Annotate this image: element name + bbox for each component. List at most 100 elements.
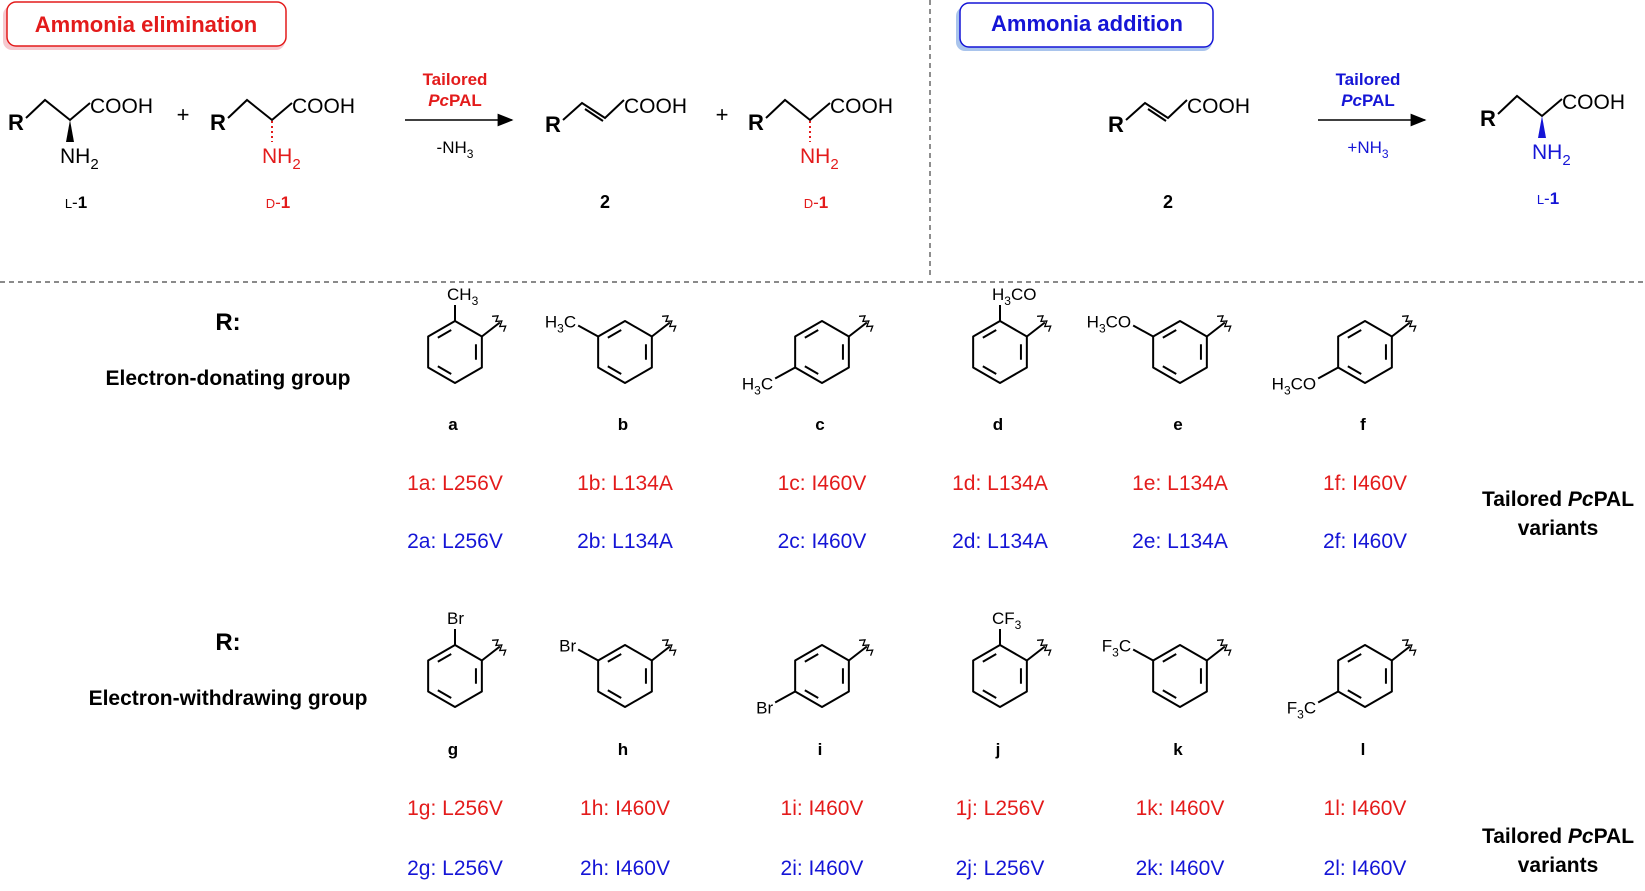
svg-text:+NH3: +NH3 bbox=[1347, 138, 1388, 161]
variants-label-top-2: variants bbox=[1518, 517, 1599, 540]
variant-add-h: 2h: I460V bbox=[580, 857, 670, 880]
svg-text:H3CO: H3CO bbox=[1087, 313, 1131, 336]
compound-L1-elim: R COOH NH2 L-1 bbox=[8, 95, 153, 212]
substituent-letter-c: c bbox=[815, 415, 824, 434]
substituent-letter-j: j bbox=[995, 740, 1001, 759]
variant-add-f: 2f: I460V bbox=[1323, 530, 1407, 553]
r-label-withdrawing: R: bbox=[215, 629, 240, 656]
svg-text:Tailored: Tailored bbox=[423, 70, 488, 89]
svg-text:-NH3: -NH3 bbox=[437, 138, 474, 161]
substituent-letter-e: e bbox=[1173, 415, 1182, 434]
svg-text:CF3: CF3 bbox=[992, 609, 1022, 632]
compound-2-add: R COOH 2 bbox=[1108, 95, 1250, 212]
substituent-f: H3CO bbox=[1272, 315, 1417, 398]
variants-label-bottom-2: variants bbox=[1518, 854, 1599, 877]
substituent-c: H3C bbox=[742, 315, 874, 398]
svg-text:PcPAL: PcPAL bbox=[1341, 91, 1395, 110]
elimination-title-box: Ammonia elimination bbox=[3, 1, 287, 50]
variant-add-a: 2a: L256V bbox=[407, 530, 503, 553]
variants-label-top-1: Tailored PcPAL bbox=[1482, 488, 1634, 511]
svg-text:COOH: COOH bbox=[624, 95, 687, 118]
r-label-donating: R: bbox=[215, 309, 240, 336]
substituent-i: Br bbox=[756, 639, 874, 718]
substituent-letter-h: h bbox=[618, 740, 628, 759]
svg-text:F3C: F3C bbox=[1102, 637, 1131, 660]
elimination-title: Ammonia elimination bbox=[35, 12, 257, 37]
compound-L1-add: R COOH NH2 L-1 bbox=[1480, 91, 1625, 208]
svg-text:CH3: CH3 bbox=[447, 285, 479, 308]
variant-add-d: 2d: L134A bbox=[952, 530, 1048, 553]
compound-D1-elim: R COOH NH2 D-1 bbox=[210, 95, 355, 212]
svg-text:H3CO: H3CO bbox=[1272, 375, 1316, 398]
addition-arrow: Tailored PcPAL +NH3 bbox=[1318, 70, 1427, 161]
variant-elim-i: 1i: I460V bbox=[781, 797, 864, 820]
variant-elim-h: 1h: I460V bbox=[580, 797, 670, 820]
svg-text:COOH: COOH bbox=[1562, 91, 1625, 114]
substituent-l: F3C bbox=[1287, 639, 1417, 722]
substituent-g: Br bbox=[427, 609, 507, 708]
variant-elim-f: 1f: I460V bbox=[1323, 472, 1407, 495]
substituent-e: H3CO bbox=[1087, 313, 1232, 384]
svg-text:F3C: F3C bbox=[1287, 699, 1316, 722]
svg-text:R: R bbox=[1480, 106, 1496, 131]
svg-text:PcPAL: PcPAL bbox=[428, 91, 482, 110]
svg-text:COOH: COOH bbox=[292, 95, 355, 118]
svg-text:L-1: L-1 bbox=[1537, 189, 1559, 208]
svg-text:COOH: COOH bbox=[90, 95, 153, 118]
substituent-b: H3C bbox=[545, 313, 677, 384]
svg-text:Tailored: Tailored bbox=[1336, 70, 1401, 89]
group-name-withdrawing: Electron-withdrawing group bbox=[89, 687, 368, 710]
svg-text:NH2: NH2 bbox=[1532, 141, 1571, 169]
substituent-j: CF3 bbox=[972, 609, 1052, 708]
variant-add-e: 2e: L134A bbox=[1132, 530, 1228, 553]
variant-add-c: 2c: I460V bbox=[778, 530, 867, 553]
elimination-arrow: Tailored PcPAL -NH3 bbox=[405, 70, 514, 161]
variant-elim-d: 1d: L134A bbox=[952, 472, 1048, 495]
substituent-letter-f: f bbox=[1360, 415, 1366, 434]
variant-elim-b: 1b: L134A bbox=[577, 472, 673, 495]
substituent-letter-a: a bbox=[448, 415, 458, 434]
svg-text:Br: Br bbox=[447, 609, 464, 628]
compound-D1-remaining: R COOH NH2 D-1 bbox=[748, 95, 893, 212]
svg-text:D-1: D-1 bbox=[266, 193, 291, 212]
substituent-h: Br bbox=[559, 637, 677, 708]
substituent-letter-l: l bbox=[1361, 740, 1366, 759]
svg-text:L-1: L-1 bbox=[65, 193, 87, 212]
variant-add-g: 2g: L256V bbox=[407, 857, 503, 880]
svg-text:H3C: H3C bbox=[545, 313, 576, 336]
variant-add-j: 2j: L256V bbox=[956, 857, 1045, 880]
variant-elim-g: 1g: L256V bbox=[407, 797, 503, 820]
svg-text:R: R bbox=[545, 112, 561, 137]
svg-text:H3CO: H3CO bbox=[992, 285, 1036, 308]
substituent-k: F3C bbox=[1102, 637, 1232, 708]
variant-add-i: 2i: I460V bbox=[781, 857, 864, 880]
substituent-d: H3CO bbox=[972, 285, 1052, 384]
variants-label-bottom-1: Tailored PcPAL bbox=[1482, 825, 1634, 848]
svg-text:R: R bbox=[210, 110, 226, 135]
svg-text:NH2: NH2 bbox=[800, 145, 839, 173]
plus-1: + bbox=[177, 102, 190, 127]
substituent-letter-d: d bbox=[993, 415, 1003, 434]
svg-text:COOH: COOH bbox=[830, 95, 893, 118]
variant-elim-l: 1l: I460V bbox=[1324, 797, 1407, 820]
svg-text:Br: Br bbox=[559, 637, 576, 656]
variant-elim-a: 1a: L256V bbox=[407, 472, 503, 495]
svg-text:R: R bbox=[1108, 112, 1124, 137]
svg-text:2: 2 bbox=[600, 192, 610, 212]
svg-text:R: R bbox=[748, 110, 764, 135]
variant-elim-k: 1k: I460V bbox=[1136, 797, 1225, 820]
svg-text:Br: Br bbox=[756, 699, 773, 718]
addition-title: Ammonia addition bbox=[991, 11, 1183, 36]
substituent-a: CH3 bbox=[427, 285, 507, 384]
svg-text:COOH: COOH bbox=[1187, 95, 1250, 118]
variant-add-k: 2k: I460V bbox=[1136, 857, 1225, 880]
svg-text:D-1: D-1 bbox=[804, 193, 829, 212]
variant-elim-e: 1e: L134A bbox=[1132, 472, 1228, 495]
variant-add-b: 2b: L134A bbox=[577, 530, 673, 553]
plus-2: + bbox=[716, 102, 729, 127]
variant-add-l: 2l: I460V bbox=[1324, 857, 1407, 880]
group-name-donating: Electron-donating group bbox=[106, 367, 351, 390]
addition-title-box: Ammonia addition bbox=[956, 2, 1214, 51]
substituent-letter-k: k bbox=[1173, 740, 1183, 759]
